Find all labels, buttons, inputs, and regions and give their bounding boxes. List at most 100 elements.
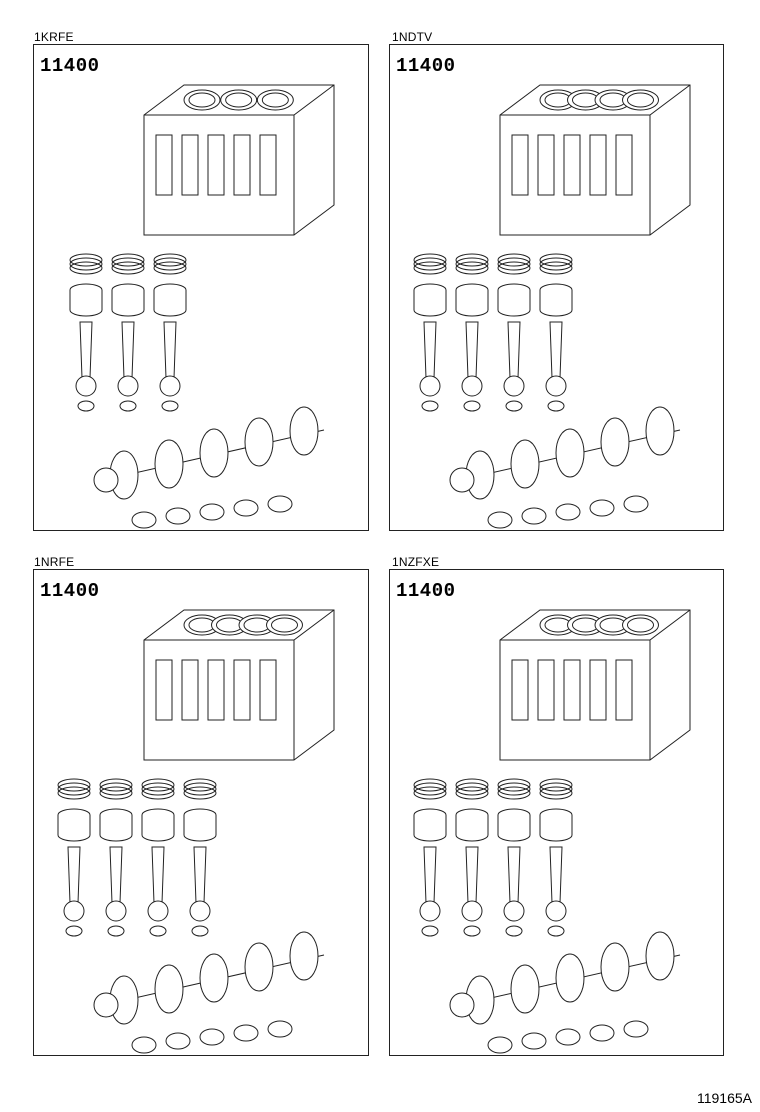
piston-ring — [111, 253, 145, 267]
piston-ring — [539, 253, 573, 267]
engine-label-1ndtv: 1NDTV — [392, 30, 433, 44]
rod-bearing — [119, 400, 137, 412]
piston-ring — [111, 261, 145, 275]
piston — [141, 808, 175, 842]
diagram-panel-1nrfe[interactable]: 11400 — [33, 569, 369, 1056]
short-block-illustration — [413, 609, 691, 1054]
cylinder-block — [499, 84, 691, 236]
connecting-rod — [507, 321, 521, 379]
block-web — [155, 659, 173, 721]
crankshaft-counterweight — [600, 942, 630, 992]
piston-ring — [413, 786, 447, 800]
crankshaft-pulley-end — [93, 467, 119, 493]
rod-bearing — [505, 400, 523, 412]
piston-ring — [183, 778, 217, 792]
piston-ring — [413, 253, 447, 267]
piston-ring — [57, 778, 91, 792]
diagram-panel-1krfe[interactable]: 11400 — [33, 44, 369, 531]
rod-bearing — [191, 925, 209, 937]
document-code: 119165A — [696, 1090, 752, 1106]
crankshaft-counterweight — [555, 428, 585, 478]
main-bearing — [131, 511, 157, 529]
piston — [413, 808, 447, 842]
piston-ring — [455, 257, 489, 271]
short-block-illustration — [57, 609, 335, 1054]
main-bearing — [165, 507, 191, 525]
cylinder-bore-inner — [627, 617, 654, 633]
piston-ring — [153, 257, 187, 271]
piston-ring — [455, 253, 489, 267]
main-bearing — [555, 503, 581, 521]
piston-ring — [497, 253, 531, 267]
piston-ring — [539, 782, 573, 796]
connecting-rod-big-end — [503, 375, 525, 397]
piston-ring — [497, 778, 531, 792]
crankshaft-counterweight — [645, 406, 675, 456]
main-bearing — [487, 511, 513, 529]
block-web — [563, 134, 581, 196]
block-web — [511, 134, 529, 196]
crankshaft-counterweight — [600, 417, 630, 467]
block-web — [259, 134, 277, 196]
piston — [69, 283, 103, 317]
crankshaft-counterweight — [289, 931, 319, 981]
main-bearing — [199, 1028, 225, 1046]
main-bearing — [555, 1028, 581, 1046]
piston-ring — [57, 786, 91, 800]
piston-ring — [497, 782, 531, 796]
piston-ring — [413, 261, 447, 275]
crankshaft-counterweight — [154, 964, 184, 1014]
cylinder-bore-inner — [188, 92, 216, 108]
block-web — [207, 659, 225, 721]
piston-ring — [539, 257, 573, 271]
rod-bearing — [77, 400, 95, 412]
part-number-label[interactable]: 11400 — [396, 55, 456, 77]
connecting-rod — [79, 321, 93, 379]
engine-label-1krfe: 1KRFE — [34, 30, 74, 44]
connecting-rod-big-end — [189, 900, 211, 922]
crankshaft-counterweight — [244, 417, 274, 467]
diagram-panel-1nzfxe[interactable]: 11400 — [389, 569, 724, 1056]
main-bearing — [487, 1036, 513, 1054]
connecting-rod-big-end — [63, 900, 85, 922]
crankshaft-counterweight — [289, 406, 319, 456]
block-web — [589, 134, 607, 196]
crankshaft-counterweight — [199, 953, 229, 1003]
connecting-rod — [423, 846, 437, 904]
part-number-label[interactable]: 11400 — [40, 580, 100, 602]
connecting-rod — [193, 846, 207, 904]
piston-ring — [539, 778, 573, 792]
connecting-rod-big-end — [503, 900, 525, 922]
connecting-rod-big-end — [419, 900, 441, 922]
piston — [497, 808, 531, 842]
block-web — [615, 659, 633, 721]
block-web — [233, 134, 251, 196]
main-bearing — [521, 507, 547, 525]
piston-ring — [183, 786, 217, 800]
main-bearing — [131, 1036, 157, 1054]
piston-ring — [141, 786, 175, 800]
diagram-panel-1ndtv[interactable]: 11400 — [389, 44, 724, 531]
piston — [413, 283, 447, 317]
main-bearing — [233, 1024, 259, 1042]
connecting-rod-big-end — [159, 375, 181, 397]
piston-ring — [141, 778, 175, 792]
cylinder-bore-inner — [225, 92, 253, 108]
rod-bearing — [149, 925, 167, 937]
piston-ring — [99, 782, 133, 796]
piston — [57, 808, 91, 842]
piston-ring — [455, 778, 489, 792]
connecting-rod — [121, 321, 135, 379]
piston-ring — [69, 261, 103, 275]
piston-ring — [57, 782, 91, 796]
block-web — [181, 659, 199, 721]
part-number-label[interactable]: 11400 — [40, 55, 100, 77]
crankshaft-counterweight — [510, 964, 540, 1014]
part-number-label[interactable]: 11400 — [396, 580, 456, 602]
connecting-rod — [465, 321, 479, 379]
piston — [455, 808, 489, 842]
crankshaft-counterweight — [154, 439, 184, 489]
block-web — [511, 659, 529, 721]
short-block-illustration — [413, 84, 691, 529]
piston-ring — [153, 261, 187, 275]
